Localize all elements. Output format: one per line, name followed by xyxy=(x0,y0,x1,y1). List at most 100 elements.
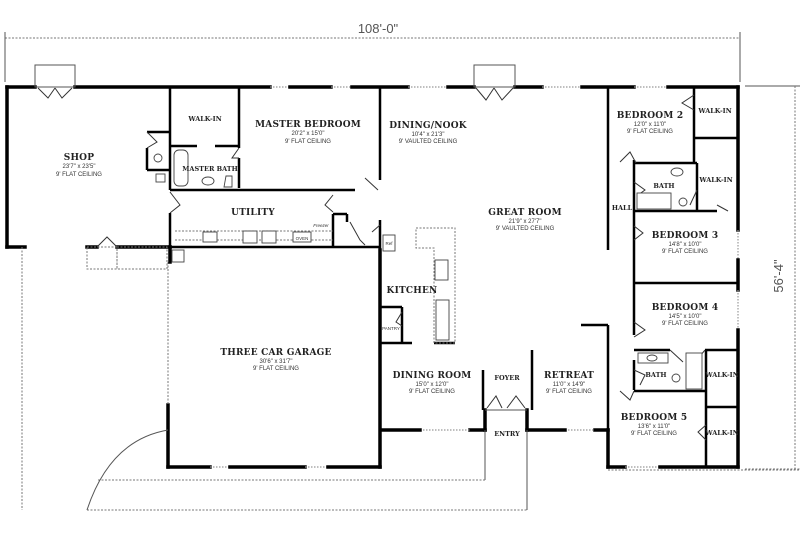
room-shop: SHOP 23'7" x 23'5" 9' FLAT CEILING xyxy=(56,153,102,178)
room-dims: 20'2" x 15'0" xyxy=(292,131,325,137)
room-ceiling: 9' FLAT CEILING xyxy=(627,129,673,135)
room-bedroom-3: BEDROOM 3 14'8" x 10'0" 9' FLAT CEILING xyxy=(652,231,719,255)
room-name: WALK-IN xyxy=(704,429,738,437)
room-walkin-b3: WALK-IN xyxy=(698,176,732,184)
overall-width-dimension: 108'-0" xyxy=(4,21,741,82)
water-heater-icon xyxy=(155,173,166,183)
interior-walls xyxy=(145,87,738,467)
room-kitchen: KITCHEN xyxy=(387,286,438,296)
sink-icon xyxy=(242,230,258,244)
room-bedroom-2: BEDROOM 2 12'0" x 11'0" 9' FLAT CEILING xyxy=(617,111,684,135)
room-name: BATH xyxy=(645,371,666,379)
room-dims: 14'8" x 10'0" xyxy=(669,242,702,248)
room-walkin-b2: WALK-IN xyxy=(697,107,731,115)
room-name: GREAT ROOM xyxy=(488,208,561,218)
pantry-label: PANTRY xyxy=(382,326,400,331)
room-name: BEDROOM 3 xyxy=(652,231,719,241)
rear-porch xyxy=(473,64,516,88)
room-ceiling: 9' FLAT CEILING xyxy=(56,172,102,178)
room-name: SHOP xyxy=(64,153,94,163)
room-walkin-master: WALK-IN xyxy=(187,115,221,123)
room-dims: 11'0" x 14'9" xyxy=(553,382,585,388)
room-entry: ENTRY xyxy=(494,430,520,438)
room-ceiling: 9' FLAT CEILING xyxy=(662,249,708,255)
fixtures: OVEN Freezer Ref PANTRY xyxy=(153,149,703,390)
room-name: DINING ROOM xyxy=(393,371,472,381)
room-ceiling: 9' FLAT CEILING xyxy=(631,431,677,437)
room-bedroom-5: BEDROOM 5 13'6" x 11'0" 9' FLAT CEILING xyxy=(621,413,688,437)
room-walkin-b5: WALK-IN xyxy=(704,429,738,437)
room-name: FOYER xyxy=(494,374,520,382)
room-name: BEDROOM 4 xyxy=(652,303,719,313)
oven-label: OVEN xyxy=(296,236,309,241)
toilet-icon xyxy=(671,373,681,383)
room-name: RETREAT xyxy=(544,371,594,381)
room-foyer: FOYER xyxy=(494,374,520,382)
room-hall: HALL xyxy=(612,204,633,212)
overall-depth-label: 56'-4" xyxy=(771,259,786,293)
room-master-bath: MASTER BATH xyxy=(182,165,238,173)
room-retreat: RETREAT 11'0" x 14'9" 9' FLAT CEILING xyxy=(544,371,594,395)
room-name: MASTER BEDROOM xyxy=(255,120,361,130)
doors xyxy=(34,64,729,441)
shower-icon xyxy=(685,352,703,390)
room-bath-2: BATH xyxy=(645,371,666,379)
room-ceiling: 9' VAULTED CEILING xyxy=(399,139,458,145)
overall-depth-dimension: 56'-4" xyxy=(745,85,800,470)
room-name: KITCHEN xyxy=(387,286,438,296)
room-dining-nook: DINING/NOOK 10'4" x 21'3" 9' VAULTED CEI… xyxy=(389,121,468,145)
room-dims: 12'0" x 11'0" xyxy=(634,122,666,128)
room-name: THREE CAR GARAGE xyxy=(220,348,331,358)
ref-label: Ref xyxy=(385,241,393,246)
room-great-room: GREAT ROOM 21'9" x 27'7" 9' VAULTED CEIL… xyxy=(488,208,561,232)
entry-walk xyxy=(21,247,800,511)
washer-icon xyxy=(202,231,218,243)
room-name: DINING/NOOK xyxy=(389,121,468,131)
room-name: HALL xyxy=(612,204,633,212)
sink-icon xyxy=(261,230,277,244)
dishwasher-icon xyxy=(435,299,450,341)
room-dims: 30'6" x 31'7" xyxy=(260,359,293,365)
room-master-bedroom: MASTER BEDROOM 20'2" x 15'0" 9' FLAT CEI… xyxy=(255,120,361,145)
room-bedroom-4: BEDROOM 4 14'5" x 10'0" 9' FLAT CEILING xyxy=(652,303,719,327)
toilet-icon xyxy=(153,153,163,163)
toilet-icon xyxy=(678,197,688,207)
sink-icon xyxy=(201,176,215,186)
sink-icon xyxy=(670,167,684,177)
room-name: BEDROOM 5 xyxy=(621,413,688,423)
room-dims: 10'4" x 21'3" xyxy=(412,132,445,138)
room-name: UTILITY xyxy=(231,208,275,218)
room-name: MASTER BATH xyxy=(182,165,238,173)
room-dims: 14'5" x 10'0" xyxy=(669,314,702,320)
shop-porch xyxy=(34,64,76,88)
water-heater-icon xyxy=(171,249,185,263)
sink-icon xyxy=(646,354,658,362)
room-utility: UTILITY xyxy=(231,208,275,218)
room-ceiling: 9' FLAT CEILING xyxy=(253,366,299,372)
room-dining-room: DINING ROOM 15'0" x 12'0" 9' FLAT CEILIN… xyxy=(393,371,472,395)
room-dims: 15'0" x 12'0" xyxy=(416,382,449,388)
room-name: ENTRY xyxy=(494,430,520,438)
room-ceiling: 9' FLAT CEILING xyxy=(662,321,708,327)
refrigerator-icon xyxy=(382,234,396,252)
bathtub-icon xyxy=(173,149,189,187)
room-name: WALK-IN xyxy=(697,107,731,115)
room-bath-1: BATH xyxy=(653,182,674,190)
room-name: WALK-IN xyxy=(704,371,738,379)
bathtub-icon xyxy=(636,192,672,210)
room-name: WALK-IN xyxy=(698,176,732,184)
toilet-icon xyxy=(223,175,233,188)
room-dims: 21'9" x 27'7" xyxy=(509,219,542,225)
room-dims: 23'7" x 23'5" xyxy=(63,164,96,170)
room-ceiling: 9' FLAT CEILING xyxy=(546,389,592,395)
room-dims: 13'6" x 11'0" xyxy=(638,424,670,430)
overall-width-label: 108'-0" xyxy=(358,21,399,36)
exterior-walls xyxy=(5,85,740,469)
room-name: WALK-IN xyxy=(187,115,221,123)
oven-icon xyxy=(292,231,312,243)
range-icon xyxy=(434,259,449,281)
room-walkin-b4: WALK-IN xyxy=(704,371,738,379)
room-name: BATH xyxy=(653,182,674,190)
room-name: BEDROOM 2 xyxy=(617,111,684,121)
